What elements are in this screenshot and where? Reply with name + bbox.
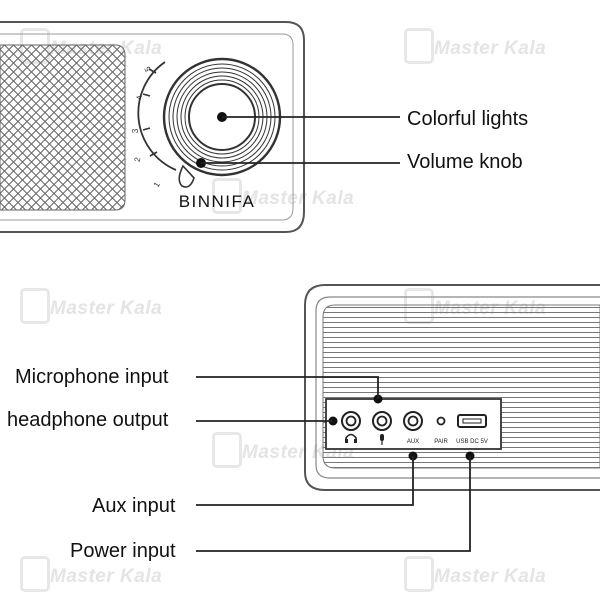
knob-scale-arc	[137, 61, 177, 171]
microphone-icon	[380, 434, 384, 441]
watermark-logo	[20, 556, 50, 592]
top-inner-outline	[0, 33, 294, 221]
watermark-logo	[20, 288, 50, 324]
speaker-grill	[0, 44, 126, 211]
pair-port-label: PAIR	[434, 439, 448, 445]
usb-port	[457, 414, 487, 428]
watermark: Master Kala	[242, 188, 355, 209]
headphone-jack	[341, 411, 361, 431]
aux-leader	[196, 456, 414, 506]
watermark-logo	[404, 28, 434, 64]
watermark: Master Kala	[434, 566, 547, 587]
headphone-icon-cup	[354, 439, 357, 443]
scale-label-2: 2	[133, 156, 143, 162]
back-speaker-view	[196, 284, 600, 552]
scale-label-1: 1	[152, 180, 162, 189]
label-power-input: Power input	[70, 540, 176, 562]
watermark-logo	[212, 432, 242, 468]
microphone-jack	[372, 411, 392, 431]
usb-port-label: USB DC 5V	[456, 439, 488, 445]
scale-label-5: 5	[142, 65, 152, 73]
headphone-icon	[345, 433, 357, 442]
top-body-outline	[0, 21, 305, 233]
label-aux-input: Aux input	[92, 495, 176, 517]
watermark-logo	[404, 556, 434, 592]
scale-label-3: 3	[131, 128, 140, 133]
label-volume-knob: Volume knob	[407, 151, 523, 173]
back-body-outline	[304, 284, 600, 491]
knob-scale-ticks	[142, 68, 158, 157]
knob-pointer	[178, 164, 195, 188]
label-microphone-input: Microphone input	[15, 366, 169, 388]
top-speaker-view	[0, 21, 400, 233]
watermark: Master Kala	[50, 298, 163, 319]
label-headphone-output: headphone output	[7, 409, 169, 431]
headphone-icon-cup	[345, 439, 348, 443]
watermark: Master Kala	[50, 566, 163, 587]
microphone-leader	[196, 376, 379, 399]
back-inner-outline	[315, 296, 600, 479]
power-leader	[196, 456, 471, 552]
label-colorful-lights: Colorful lights	[407, 108, 529, 130]
scale-label-4: 4	[135, 94, 145, 100]
pair-button	[436, 416, 446, 426]
watermark: Master Kala	[434, 38, 547, 59]
aux-port-label: AUX	[407, 439, 419, 445]
brand-logo: BINNIFA	[179, 192, 256, 211]
aux-jack	[403, 411, 423, 431]
watermark-logo	[212, 178, 242, 214]
